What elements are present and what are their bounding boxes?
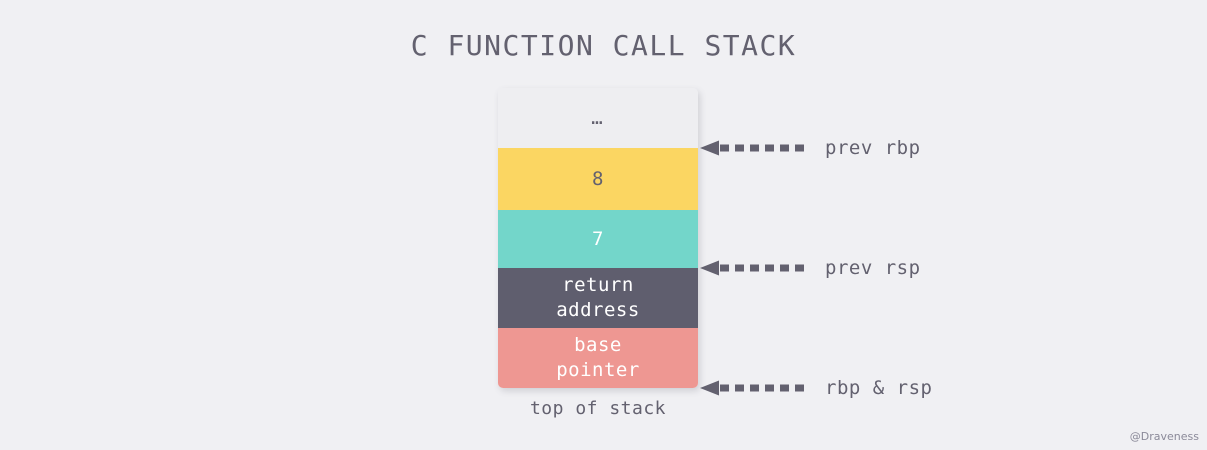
pointer-rbp-and-rsp: rbp & rsp: [700, 377, 932, 399]
stack-cell-return-address: return address: [498, 268, 698, 328]
dashed-left-arrow-icon: [700, 257, 808, 279]
pointer-prev-rbp: prev rbp: [700, 137, 921, 159]
stack-cell-8: 8: [498, 148, 698, 210]
stack-cell-base-pointer: base pointer: [498, 328, 698, 388]
dashed-left-arrow-icon: [700, 137, 808, 159]
stack-cell-7: 7: [498, 210, 698, 268]
pointer-label-prev-rsp: prev rsp: [825, 257, 921, 279]
call-stack-column: … 8 7 return address base pointer: [498, 88, 698, 388]
dashed-left-arrow-icon: [700, 377, 808, 399]
pointer-label-prev-rbp: prev rbp: [825, 137, 921, 159]
stack-cell-ellipsis: …: [498, 88, 698, 148]
page-title: C FUNCTION CALL STACK: [410, 29, 797, 62]
stack-caption-top-of-stack: top of stack: [529, 398, 667, 419]
pointer-label-rbp-and-rsp: rbp & rsp: [825, 377, 933, 399]
pointer-prev-rsp: prev rsp: [700, 257, 921, 279]
watermark: @Draveness: [1129, 430, 1199, 443]
